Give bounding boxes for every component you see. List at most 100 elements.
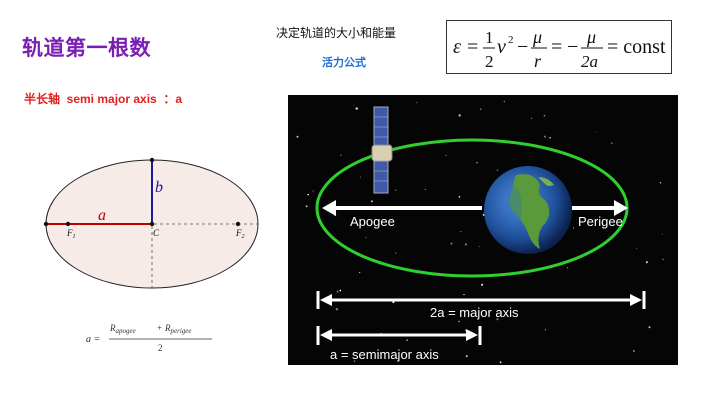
caption-text: 决定轨道的大小和能量 [276,26,397,40]
focus-2-point [235,221,241,227]
star [636,248,638,249]
star [645,261,648,264]
star [307,193,309,196]
label-c: C [153,228,160,238]
star [370,200,373,203]
sma-plus: + [157,323,162,333]
star [648,326,651,329]
label-b: b [155,179,163,196]
star [458,320,460,323]
formula-mu-1: μ [532,27,542,47]
star [499,361,502,364]
star [463,293,465,296]
formula-mu-2: μ [586,27,596,47]
formula-neg: − [567,36,578,58]
slide-subtitle: 半长轴 semi major axis ：a [24,92,183,106]
formula-2a: 2a [581,52,598,71]
semimajor-arrow-right [466,329,478,341]
formula-epsilon: ε [453,36,461,58]
perigee-label: Perigee [578,214,623,229]
center-point [149,221,155,227]
star [305,205,308,208]
perigee-arrowhead [614,200,628,216]
apogee-arrowhead [322,200,336,216]
formula-v: v [497,36,506,58]
star [543,114,546,117]
star [296,135,299,138]
semimajor-formula: a = Rapogee + Rperigee 2 [80,318,220,363]
star [503,100,505,103]
major-axis-arrow-left [320,294,332,306]
star [496,318,499,321]
star [611,142,613,144]
label-a: a [98,207,106,224]
star [458,195,461,198]
star [544,135,546,138]
major-axis-arrow-right [630,294,642,306]
star [395,252,397,254]
star [662,258,664,261]
vis-viva-label: 活力公式 [322,57,366,69]
formula-equals-2: = [551,36,562,58]
formula-equals: = [467,36,478,58]
star [464,243,468,246]
star [391,352,393,354]
sma-lhs: a = [86,334,100,345]
star [460,231,462,233]
vertex-point [43,221,49,227]
star [340,154,342,157]
star [549,136,551,139]
star [445,154,447,157]
star [595,131,597,133]
star [336,290,339,293]
star [633,350,635,352]
star [312,190,314,192]
orbit-diagram-panel: Apogee Perigee 2a = major axis a = semim… [288,95,678,365]
sma-r-perigee: Rperigee [164,323,192,335]
star [416,101,418,103]
star [661,233,663,235]
formula-one: 1 [485,28,494,47]
label-f2: F2 [235,228,245,240]
formula-minus-1: − [517,36,528,58]
star [359,271,361,274]
major-axis-label: 2a = major axis [430,305,519,320]
star [544,329,547,331]
star [465,354,468,358]
star [476,161,478,164]
star [424,189,426,190]
vis-viva-formula-box: ε = 1 2 v 2 − μ r = − μ 2a = const [446,20,672,74]
star [353,360,356,362]
semimajor-label: a = semimajor axis [330,347,439,362]
semimajor-arrow-left [320,329,332,341]
star [335,308,338,311]
formula-v-square: 2 [508,34,514,46]
ellipse-figure: a b F1 C F2 [38,150,268,300]
formula-two: 2 [485,52,494,71]
star [478,245,480,247]
star [450,242,453,245]
star [566,266,569,269]
star [481,283,484,286]
slide-title: 轨道第一根数 [22,37,151,60]
star [530,117,533,120]
label-f1: F1 [66,228,76,240]
earth-icon [484,166,572,254]
star [480,108,482,110]
satellite-icon [371,106,393,194]
star [360,176,362,178]
apogee-label: Apogee [350,214,395,229]
star [339,289,342,292]
star [659,181,662,184]
sma-r-apogee: Rapogee [109,323,136,335]
star [458,114,461,117]
formula-r: r [534,51,542,71]
formula-const: = const [607,36,666,58]
star [496,169,499,171]
focus-1-point [65,221,71,227]
star [365,236,367,239]
star [395,189,397,191]
covertex-point [149,157,155,163]
star [353,104,355,106]
star [573,227,575,229]
